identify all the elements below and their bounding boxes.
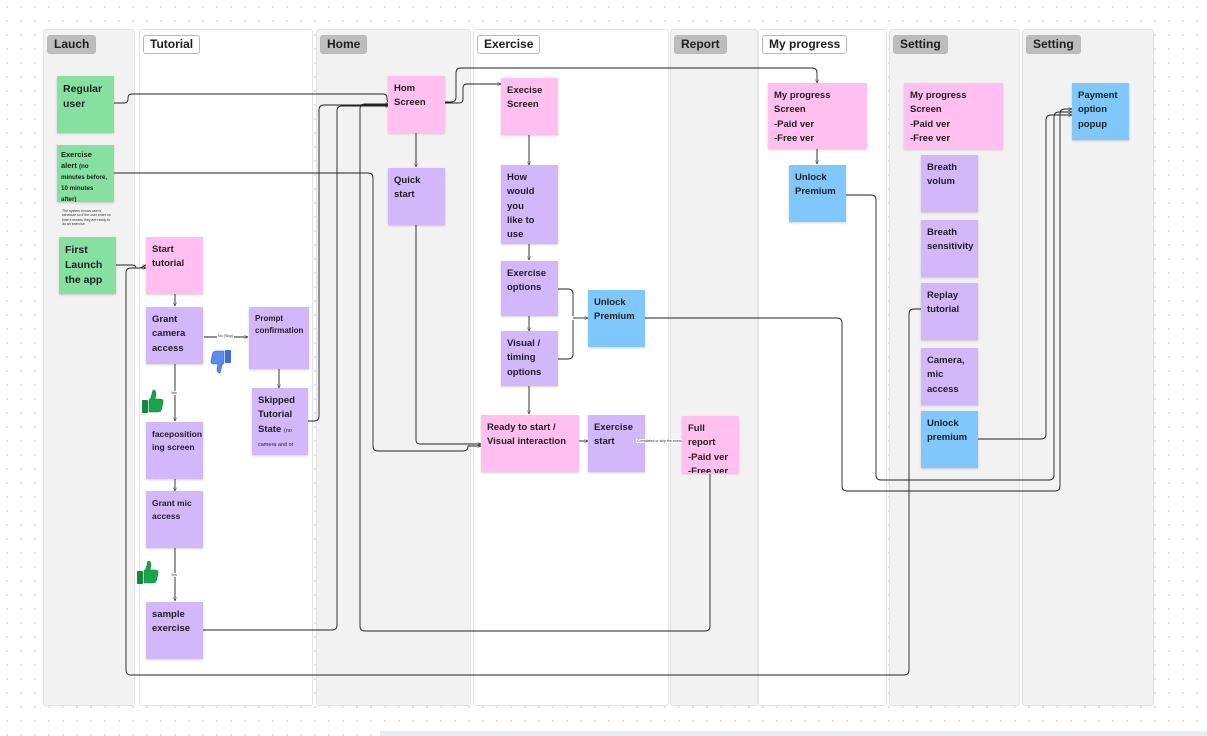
section-label: Tutorial — [143, 35, 201, 54]
card-text: Breath volum — [927, 162, 958, 188]
card-text: Hom Screen — [394, 83, 426, 109]
home-screen-card[interactable]: Hom Screen — [388, 76, 445, 133]
card-text: Exercise options — [507, 268, 547, 294]
card-text: Execise Screen — [507, 85, 543, 111]
no-skip-label: No (Skip) — [217, 334, 234, 338]
card-text: Prompt confirmation — [255, 314, 304, 335]
card-text: Unlock premium — [927, 418, 968, 444]
unlock-premium-setting-card[interactable]: Unlock premium — [921, 411, 978, 468]
payment-popup-card[interactable]: Payment option popup — [1072, 83, 1129, 140]
yes-label: Yes — [170, 573, 178, 577]
my-progress-screen-setting-card[interactable]: My progress Screen -Paid ver -Free ver — [904, 83, 1003, 149]
first-launch-card[interactable]: First Launch the app — [59, 237, 116, 294]
card-text: Grant mic access — [152, 498, 192, 521]
skipped-tutorial-card[interactable]: Skipped Tutorial State (no camera and or… — [252, 388, 308, 455]
my-progress-screen-card[interactable]: My progress Screen -Paid ver -Free ver — [768, 83, 867, 149]
card-subtext: (no minutes before, 10 minutes after) — [61, 162, 108, 202]
ready-to-start-card[interactable]: Ready to start / Visual interaction — [481, 415, 579, 472]
card-text: Full report -Paid ver -Free ver — [688, 423, 729, 473]
card-text: My progress Screen -Paid ver -Free ver — [774, 90, 831, 144]
card-text: Regular user — [63, 83, 103, 111]
section-label: My progress — [762, 35, 848, 54]
card-text: Grant camera access — [152, 314, 186, 354]
section-label: Lauch — [47, 35, 97, 54]
grant-camera-card[interactable]: Grant camera access — [146, 307, 203, 364]
section-label: Report — [674, 35, 727, 54]
faceposition-card[interactable]: faceposition ing screen — [146, 422, 203, 479]
regular-user-card[interactable]: Regular user — [57, 76, 114, 133]
card-text: Unlock Premium — [795, 172, 836, 198]
section-launch: Lauch — [43, 29, 135, 706]
card-text: Replay tutorial — [927, 290, 960, 316]
prompt-confirmation-card[interactable]: Prompt confirmation — [249, 307, 309, 369]
section-home: Home — [316, 29, 471, 706]
card-text: sample exercise — [152, 609, 191, 635]
card-text: Unlock Premium — [594, 297, 635, 323]
card-text: faceposition ing screen — [152, 429, 203, 452]
card-text: Camera, mic access — [927, 355, 965, 395]
quick-start-card[interactable]: Quick start — [388, 168, 445, 225]
start-tutorial-card[interactable]: Start tutorial — [146, 237, 203, 294]
breath-volum-card[interactable]: Breath volum — [921, 155, 978, 212]
system-note: The system knows user's schedule so if t… — [62, 209, 111, 227]
exercise-alert-card[interactable]: Exercise alert (no minutes before, 10 mi… — [57, 145, 114, 202]
replay-tutorial-card[interactable]: Replay tutorial — [921, 283, 978, 340]
card-text: First Launch the app — [65, 244, 103, 287]
thumbs-down-icon — [210, 350, 231, 374]
exercise-start-card[interactable]: Exercise start — [588, 415, 645, 472]
section-label: Home — [320, 35, 368, 54]
horizontal-scrollbar[interactable] — [380, 731, 1207, 736]
unlock-premium-progress-card[interactable]: Unlock Premium — [789, 165, 846, 222]
thumbs-up-icon — [142, 389, 164, 413]
section-report: Report — [670, 29, 758, 706]
card-text: Payment option popup — [1078, 90, 1118, 130]
section-setting-2: Setting — [1022, 29, 1154, 706]
visual-timing-card[interactable]: Visual / timing options — [501, 331, 558, 386]
card-text: Exercise start — [594, 422, 634, 448]
execise-screen-card[interactable]: Execise Screen — [501, 78, 558, 135]
card-text: Ready to start / Visual interaction — [487, 422, 567, 448]
how-would-card[interactable]: How would you like to use Lungy today? — [501, 165, 558, 244]
section-label: Setting — [1026, 35, 1081, 54]
section-label: Exercise — [477, 35, 541, 54]
full-report-card[interactable]: Full report -Paid ver -Free ver — [682, 416, 739, 473]
card-text: How would you like to use Lungy today? — [507, 172, 536, 244]
completed-label: Completed or skip the exercise — [636, 439, 688, 443]
exercise-options-card[interactable]: Exercise options — [501, 261, 558, 316]
card-text: My progress Screen -Paid ver -Free ver — [910, 90, 967, 144]
card-text: Exercise alert — [61, 150, 92, 170]
camera-mic-card[interactable]: Camera, mic access — [921, 348, 978, 405]
thumbs-up-icon — [137, 560, 159, 584]
card-subtext: (no camera and or mic access) — [258, 427, 294, 448]
section-label: Setting — [893, 35, 948, 54]
card-text: Breath sensitivity — [927, 227, 974, 253]
yes-label: Yes — [170, 391, 178, 395]
card-text: Skipped Tutorial State — [258, 395, 295, 435]
grant-mic-card[interactable]: Grant mic access — [146, 491, 203, 548]
card-text: Quick start — [394, 175, 421, 201]
breath-sensitivity-card[interactable]: Breath sensitivity — [921, 220, 978, 277]
unlock-premium-exercise-card[interactable]: Unlock Premium — [588, 290, 645, 347]
card-text: Start tutorial — [152, 244, 185, 270]
sample-exercise-card[interactable]: sample exercise — [146, 602, 203, 659]
card-text: Visual / timing options — [507, 338, 542, 378]
